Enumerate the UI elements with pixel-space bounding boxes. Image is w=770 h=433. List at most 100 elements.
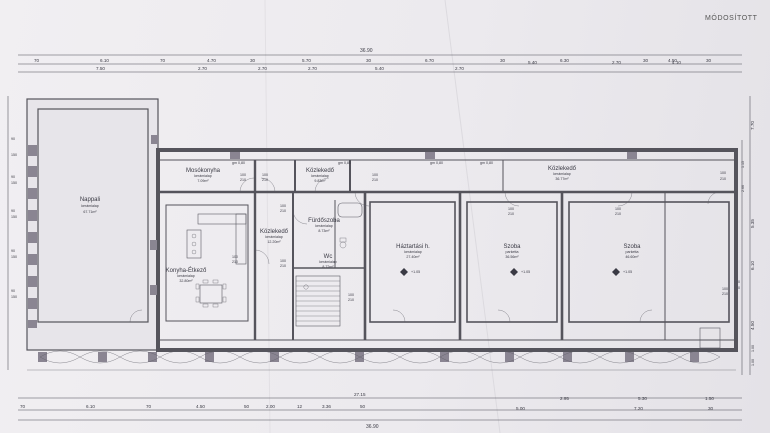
dim-label: 2.70 <box>612 60 621 65</box>
room-label-wc: Wc kerámialap 8.72m² <box>319 254 337 269</box>
dining-table <box>199 284 223 304</box>
dim-label: 4.70 <box>207 58 216 63</box>
door-width: 100 <box>372 173 378 177</box>
left-dimension-chain: 90 150 90 150 90 150 90 150 90 150 <box>7 96 17 370</box>
door-height: 210 <box>372 178 378 182</box>
door-swings <box>129 177 721 323</box>
dim-label: 7.70 <box>750 121 755 130</box>
room-floor: kerámialap <box>404 250 422 254</box>
gas-label: gm 0,80 <box>232 161 245 165</box>
level-marker-icon <box>510 268 518 276</box>
dim-label: 30 <box>366 58 372 63</box>
dim-label: 5.00 <box>516 406 525 411</box>
dim-label: 1.00 <box>751 345 755 352</box>
room-label-nappali: Nappali kerámialap 67.71m² <box>80 197 100 214</box>
level-mark: +1.05 <box>521 270 530 274</box>
room-name: Közlekedő <box>260 229 289 235</box>
dim-label: 30 <box>708 406 714 411</box>
room-name: Nappali <box>80 197 100 203</box>
room-label-szoba-1: Szoba parketta 36.56m² <box>503 244 521 259</box>
toilet <box>303 284 309 290</box>
room-name: Wc <box>324 254 333 260</box>
dim-label: 2.70 <box>198 66 207 71</box>
room-label-kozlekedo-mid: Közlekedő kerámialap 12.20m² <box>260 229 289 244</box>
door-height: 210 <box>348 298 354 302</box>
gas-label: gm 0,80 <box>338 161 351 165</box>
room-label-kozlekedo-top: Közlekedő kerámialap 9.83m² <box>306 168 335 183</box>
door-width: 100 <box>615 207 621 211</box>
level-marker-icon <box>400 268 408 276</box>
terrace-arcs <box>27 350 736 371</box>
level-markers: +1.05 +1.05 +1.05 <box>400 268 632 276</box>
room-floor: kerámialap <box>265 235 283 239</box>
dim-label: 90 <box>11 249 15 253</box>
dim-label: 30 <box>250 58 256 63</box>
dim-label: 2.70 <box>455 66 464 71</box>
room-label-mosokonyha: Mosókonyha kerámialap 7.09m² <box>186 168 221 183</box>
dim-label: 70 <box>20 404 26 409</box>
dim-label: 4.50 <box>750 321 755 330</box>
dim-label: 50 <box>244 404 250 409</box>
dim-label: 70 <box>160 58 166 63</box>
utility-room-outline <box>369 201 456 323</box>
door-height: 210 <box>280 209 286 213</box>
dim-label: 5.30 <box>638 396 647 401</box>
dim-label: 100 <box>720 171 726 175</box>
room-area: 27.40m² <box>406 255 420 259</box>
dim-label: 4.50 <box>668 58 677 63</box>
dim-label: 150 <box>11 153 17 157</box>
door-height: 210 <box>615 212 621 216</box>
dim-label: 5.70 <box>302 58 311 63</box>
door-width: 100 <box>508 207 514 211</box>
building-walls <box>26 98 738 352</box>
dim-label: 90 <box>11 137 15 141</box>
dim-label: 150 <box>11 255 17 259</box>
room-name: Szoba <box>503 244 521 250</box>
door-width: 100 <box>232 255 238 259</box>
room-area: 9.83m² <box>314 179 326 183</box>
dim-label: 30 <box>643 58 649 63</box>
dim-label: 2.95 <box>560 396 569 401</box>
dim-label: 12 <box>297 404 303 409</box>
facade-columns <box>38 352 699 362</box>
dim-bottom-total: 36.90 <box>366 424 379 430</box>
room-name: Mosókonyha <box>186 168 221 174</box>
dim-label: 2.66 <box>741 185 745 192</box>
dim-label: 150 <box>11 181 17 185</box>
door-width: 100 <box>348 293 354 297</box>
door-width: 100 <box>280 204 286 208</box>
room-area: 8.72m² <box>322 265 334 269</box>
room-2-outline <box>568 201 730 323</box>
kitchen-island <box>186 229 202 259</box>
dim-top-total: 36.90 <box>360 48 373 54</box>
living-room-inner-outline <box>37 108 149 323</box>
dim-label: 5.35 <box>750 219 755 228</box>
level-mark: +1.05 <box>623 270 632 274</box>
main-wing-inner-line <box>157 159 737 341</box>
sheet-crease <box>264 0 271 433</box>
dim-label: 2.00 <box>266 404 275 409</box>
gas-label: gm 0,80 <box>480 161 493 165</box>
room-name: Közlekedő <box>306 168 335 174</box>
dim-label: 5.40 <box>528 60 537 65</box>
door-width: 100 <box>262 173 268 177</box>
dim-label: 6.70 <box>425 58 434 63</box>
kitchen-counter <box>197 213 247 225</box>
gas-label: gm 0,80 <box>430 161 443 165</box>
dim-label: 150 <box>11 215 17 219</box>
room-floor: kerámialap <box>553 172 571 176</box>
room-area: 32.80m² <box>179 279 193 283</box>
room-1-outline <box>466 201 558 323</box>
door-height: 210 <box>240 178 246 182</box>
dim-label: 7.20 <box>634 406 643 411</box>
door-height: 210 <box>262 178 268 182</box>
dim-label: 90 <box>11 289 15 293</box>
room-floor: kerámialap <box>194 174 212 178</box>
room-area: 8.73m² <box>318 229 330 233</box>
room-label-szoba-2: Szoba parketta 46.60m² <box>623 244 641 259</box>
level-mark: +1.05 <box>411 270 420 274</box>
room-floor: kerámialap <box>319 260 337 264</box>
dim-label: 70 <box>34 58 40 63</box>
